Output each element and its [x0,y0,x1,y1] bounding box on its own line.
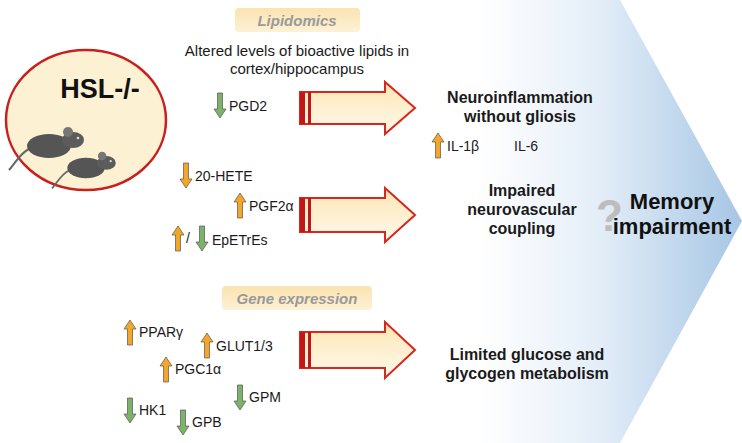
arrow-bar [308,92,311,124]
block-arrow-shape [300,322,415,378]
up-arrow [160,357,172,382]
arrow-bar [308,332,311,368]
section-title: Lipidomics [257,12,336,29]
mouse-tail [52,171,69,189]
molecule-label: IL-1β [447,138,479,155]
down-arrow [234,385,246,410]
section-tag: Lipidomics [235,8,360,32]
molecule-label: 20-HETE [195,168,253,185]
arrow-bar [308,198,311,232]
mouse-eye [110,160,112,162]
molecule-label: GPM [249,389,281,406]
trend-arrows [124,93,511,435]
mouse-ear [63,127,73,137]
model-oval: HSL-/- [4,48,168,192]
molecule-label: PPARγ [139,324,183,341]
model-label: HSL-/- [60,74,139,105]
question-mark: ? [596,190,623,243]
outcome-label: Altered levels of bioactive lipids in co… [172,42,422,78]
up-arrow [172,226,184,251]
down-arrow [180,163,192,188]
molecule-label: EpETrEs [212,232,268,249]
section-title: Gene expression [237,290,358,307]
oval-shape [4,48,168,192]
block-arrow [300,82,415,134]
molecule-label: PGC1α [175,361,221,378]
molecule-label: GPB [192,414,222,431]
outcome-label: Impaired neurovascular coupling [457,181,587,239]
outcome-label: Neuroinflammation without gliosis [435,88,605,126]
block-arrow-shape [300,188,415,242]
mouse-eye [77,137,80,140]
arrow-bar [300,332,305,368]
section-tag: Gene expression [222,286,372,310]
up-arrow [201,333,213,358]
down-arrow [124,398,136,423]
down-arrow [214,93,226,118]
block-arrow [300,322,415,378]
outcome-title: Memory impairment [610,190,734,239]
molecule-label: GLUT1/3 [216,338,273,355]
up-arrow [234,193,246,218]
molecule-label: PGD2 [229,98,267,115]
molecule-label: IL-6 [514,138,538,155]
down-arrow [177,410,189,435]
mouse-tail [9,149,29,170]
outcome-label: Limited glucose and glycogen metabolism [420,345,635,383]
molecule-label: HK1 [139,402,166,419]
block-arrow-shape [300,82,415,134]
block-arrow [300,188,415,242]
molecule-label: PGF2α [249,198,294,215]
arrow-bar [300,92,305,124]
down-arrow [196,226,208,251]
molecule-label: / [186,230,190,247]
mouse-figure [52,152,116,189]
oval-outline [6,50,166,190]
up-arrow [124,320,136,345]
arrow-bar [300,198,305,232]
mouse-ear [98,152,107,161]
up-arrow [432,133,444,158]
